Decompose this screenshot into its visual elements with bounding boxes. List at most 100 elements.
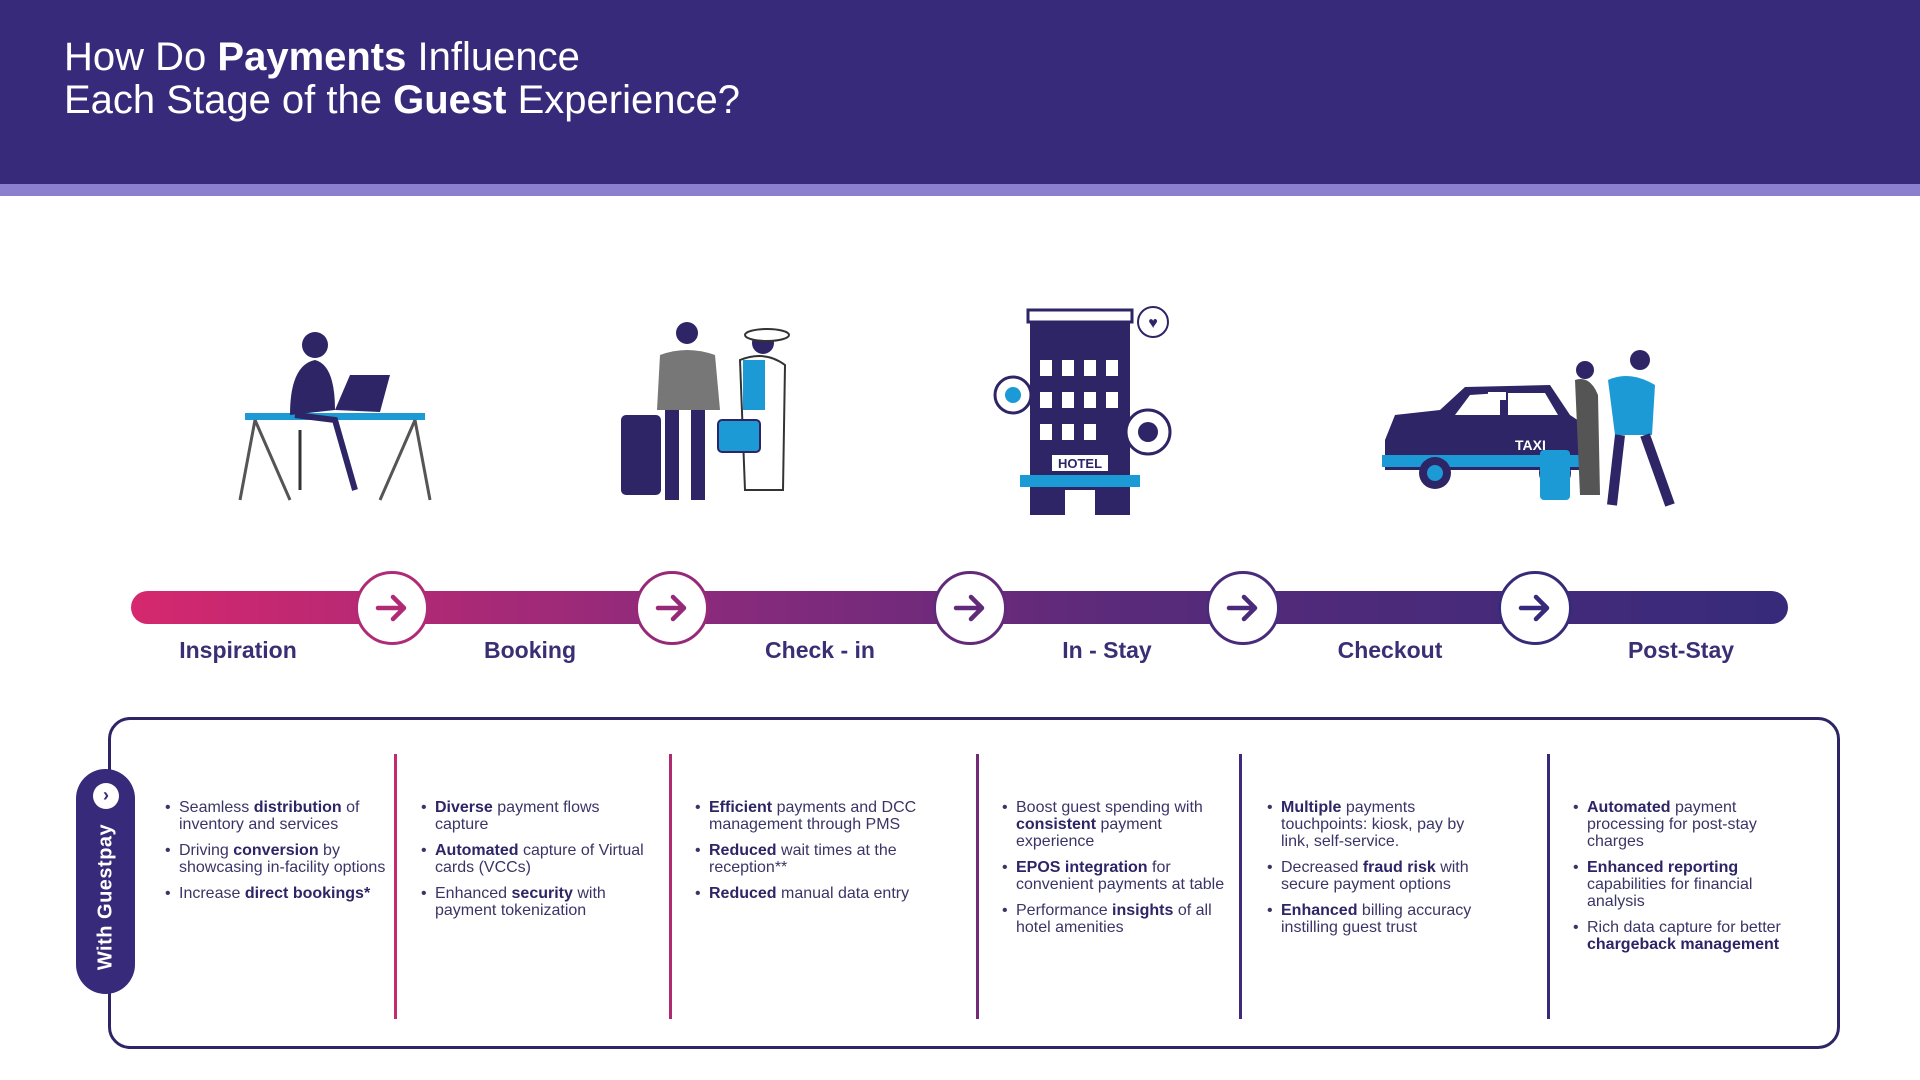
benefit-text-bold: chargeback management xyxy=(1587,936,1780,953)
column-divider xyxy=(394,754,397,1019)
benefit-text: of inventory and services xyxy=(179,799,360,833)
column-divider xyxy=(669,754,672,1019)
benefit-text: Boost guest spending with xyxy=(1016,799,1203,816)
hotel-illustration: HOTEL ♥ xyxy=(993,306,1172,515)
benefit-item: Enhanced reporting capabilities for fina… xyxy=(1573,859,1798,910)
benefit-item: Automated capture of Virtual cards (VCCs… xyxy=(421,842,646,876)
stage-post-stay: Post-Stay xyxy=(1627,637,1735,663)
benefit-text: manual data entry xyxy=(776,885,910,902)
arrow-icon xyxy=(1206,571,1280,645)
benefits-column-inspiration: Seamless distribution of inventory and s… xyxy=(165,799,390,911)
header-banner xyxy=(0,0,1920,184)
benefit-text: by showcasing in-facility options xyxy=(179,842,386,876)
benefit-text: Decreased xyxy=(1281,859,1363,876)
hotel-sign: HOTEL xyxy=(1058,456,1102,471)
column-divider xyxy=(1239,754,1242,1019)
benefit-text-bold: Automated xyxy=(435,842,519,859)
benefit-item: Rich data capture for better chargeback … xyxy=(1573,919,1798,953)
benefit-text-bold: Reduced xyxy=(709,842,777,859)
title-text: How Do xyxy=(64,35,218,79)
benefit-item: Automated payment processing for post-st… xyxy=(1573,799,1798,850)
benefit-text: billing accuracy instilling guest trust xyxy=(1281,902,1472,936)
title-text: Experience? xyxy=(506,78,740,122)
benefit-text: Enhanced xyxy=(435,885,512,902)
benefits-column-in-stay: Boost guest spending with consistent pay… xyxy=(1002,799,1227,945)
benefit-item: Efficient payments and DCC management th… xyxy=(695,799,920,833)
benefits-column-check-in: Efficient payments and DCC management th… xyxy=(695,799,920,911)
column-divider xyxy=(1547,754,1550,1019)
benefit-text-bold: security xyxy=(511,885,573,902)
arrow-icon xyxy=(635,571,709,645)
benefit-text: capture of Virtual cards (VCCs) xyxy=(435,842,644,876)
page-title: How Do Payments Influence Each Stage of … xyxy=(64,36,740,122)
benefit-item: Reduced wait times at the reception** xyxy=(695,842,920,876)
benefit-text: capabilities for financial analysis xyxy=(1587,876,1753,910)
benefit-text: wait times at the reception** xyxy=(709,842,897,876)
benefit-item: Decreased fraud risk with secure payment… xyxy=(1267,859,1492,893)
side-label: With Guestpay xyxy=(94,823,117,971)
benefit-text: with secure payment options xyxy=(1281,859,1469,893)
benefit-text: payments touchpoints: kiosk, pay by link… xyxy=(1281,799,1465,850)
benefits-column-post-stay: Automated payment processing for post-st… xyxy=(1573,799,1798,962)
title-bold: Guest xyxy=(393,78,507,122)
checkout-taxi-illustration: TAXI xyxy=(1382,350,1675,507)
benefit-item: EPOS integration for convenient payments… xyxy=(1002,859,1227,893)
benefit-text: payment flows capture xyxy=(435,799,600,833)
benefit-text: payment processing for post-stay charges xyxy=(1587,799,1757,850)
column-divider xyxy=(976,754,979,1019)
benefits-column-booking: Diverse payment flows captureAutomated c… xyxy=(421,799,646,928)
benefit-text-bold: distribution xyxy=(253,799,342,816)
benefit-text: Driving xyxy=(179,842,234,859)
benefit-text: of all hotel amenities xyxy=(1016,902,1212,936)
benefit-item: Performance insights of all hotel amenit… xyxy=(1002,902,1227,936)
benefit-text: with payment tokenization xyxy=(435,885,606,919)
benefit-text: payment experience xyxy=(1016,816,1162,850)
benefit-item: Seamless distribution of inventory and s… xyxy=(165,799,390,833)
title-bold: Payments xyxy=(217,35,407,79)
title-text: Influence xyxy=(406,35,580,79)
benefit-text-bold: Diverse xyxy=(435,799,493,816)
benefit-item: Enhanced security with payment tokenizat… xyxy=(421,885,646,919)
arrow-icon xyxy=(355,571,429,645)
stage-booking: Booking xyxy=(484,637,576,663)
stage-inspiration: Inspiration xyxy=(179,637,297,663)
svg-text:♥: ♥ xyxy=(1148,315,1158,332)
booking-illustration xyxy=(621,322,790,500)
title-text: Each Stage of the xyxy=(64,78,394,122)
chevron-right-icon: › xyxy=(93,783,119,809)
benefit-item: Boost guest spending with consistent pay… xyxy=(1002,799,1227,850)
benefit-text: payments and DCC management through PMS xyxy=(709,799,917,833)
stage-checkout: Checkout xyxy=(1337,637,1443,663)
benefit-text: Seamless xyxy=(179,799,254,816)
header-stripe xyxy=(0,184,1920,196)
stage-check-in: Check - in xyxy=(765,637,875,663)
benefit-text-bold: Enhanced xyxy=(1281,902,1358,919)
benefit-text-bold: insights xyxy=(1112,902,1174,919)
benefit-text-bold: direct bookings* xyxy=(244,885,371,902)
taxi-sign: TAXI xyxy=(1515,437,1546,453)
benefit-text-bold: Efficient xyxy=(709,799,773,816)
benefit-text: Performance xyxy=(1016,902,1113,919)
benefit-text: Rich data capture for better xyxy=(1587,919,1781,936)
benefit-text-bold: consistent xyxy=(1016,816,1097,833)
with-guestpay-tab: › With Guestpay xyxy=(76,769,135,994)
arrow-icon xyxy=(933,571,1007,645)
inspiration-illustration xyxy=(238,332,432,501)
benefit-text-bold: Enhanced reporting xyxy=(1587,859,1739,876)
arrow-icon xyxy=(1498,571,1572,645)
benefit-text: for convenient payments at table xyxy=(1016,859,1225,893)
benefit-text: Increase xyxy=(179,885,245,902)
benefit-text-bold: Reduced xyxy=(709,885,777,902)
benefit-item: Driving conversion by showcasing in-faci… xyxy=(165,842,390,876)
benefit-item: Multiple payments touchpoints: kiosk, pa… xyxy=(1267,799,1492,850)
benefit-text-bold: conversion xyxy=(233,842,319,859)
benefit-text-bold: Multiple xyxy=(1281,799,1342,816)
benefit-text-bold: EPOS integration xyxy=(1016,859,1148,876)
benefit-item: Reduced manual data entry xyxy=(695,885,920,902)
stage-in-stay: In - Stay xyxy=(1062,637,1152,663)
benefit-item: Enhanced billing accuracy instilling gue… xyxy=(1267,902,1492,936)
benefit-text-bold: Automated xyxy=(1587,799,1671,816)
benefit-text-bold: fraud risk xyxy=(1362,859,1436,876)
benefit-item: Increase direct bookings* xyxy=(165,885,390,902)
benefit-item: Diverse payment flows capture xyxy=(421,799,646,833)
